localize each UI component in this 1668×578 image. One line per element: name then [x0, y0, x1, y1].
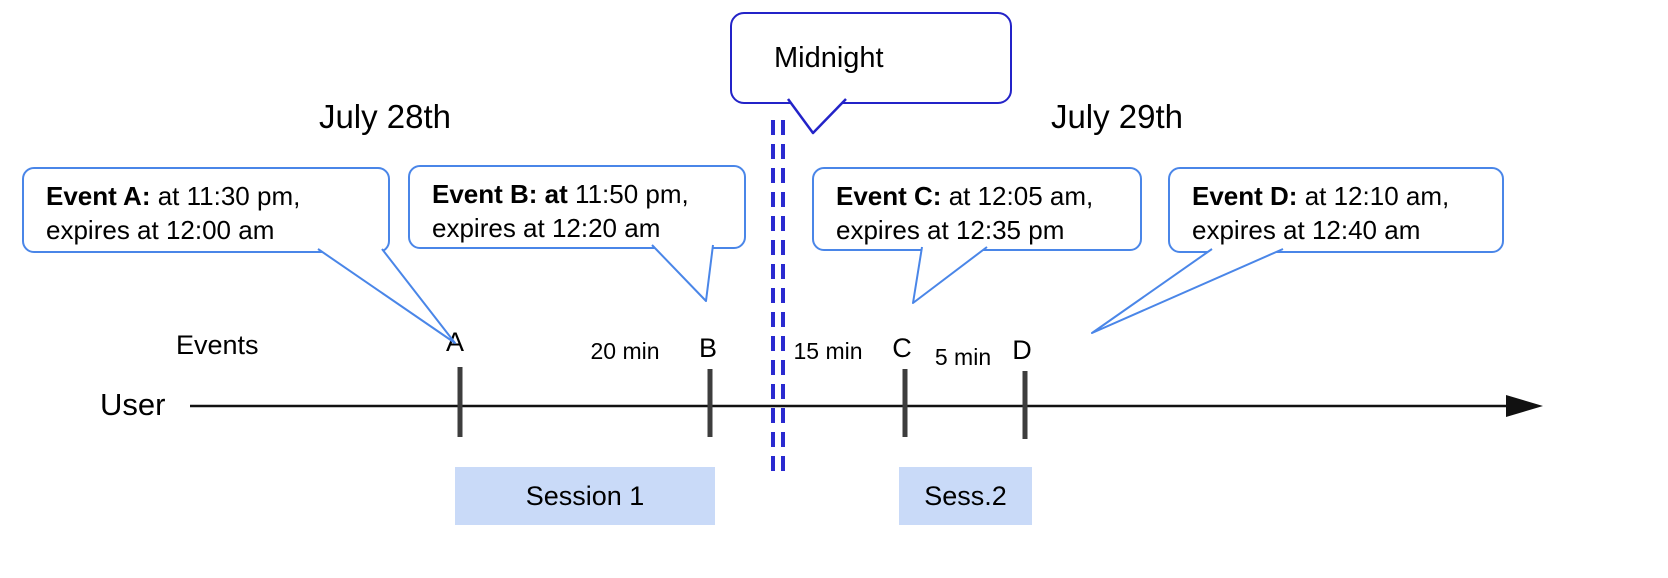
event-a-rest: at 11:30 pm,: [150, 181, 301, 211]
event-b-callout: Event B: at 11:50 pm, expires at 12:20 a…: [408, 165, 746, 249]
user-axis-label: User: [100, 387, 166, 422]
session-1-box: Session 1: [455, 467, 715, 525]
event-a-callout: Event A: at 11:30 pm, expires at 12:00 a…: [22, 167, 390, 253]
interval-label-20min: 20 min: [590, 338, 660, 364]
session-2-label: Sess.2: [924, 480, 1007, 511]
event-b-line1: Event B: at 11:50 pm,: [432, 177, 744, 211]
tick-label-c: C: [892, 333, 912, 363]
event-b-callout-tail: [651, 244, 714, 302]
midnight-callout-tail: [786, 98, 847, 135]
tick-label-d: D: [1012, 335, 1032, 365]
event-a-line1: Event A: at 11:30 pm,: [46, 179, 388, 213]
event-b-rest: 11:50 pm,: [567, 179, 689, 209]
event-c-rest: at 12:05 am,: [941, 181, 1094, 211]
event-c-callout-tail: [912, 246, 988, 304]
event-d-line2: expires at 12:40 am: [1192, 215, 1421, 245]
event-a-callout-tail: [317, 248, 456, 344]
interval-label-15min: 15 min: [793, 338, 863, 364]
event-c-callout: Event C: at 12:05 am, expires at 12:35 p…: [812, 167, 1142, 251]
event-a-line2: expires at 12:00 am: [46, 215, 275, 245]
session-1-label: Session 1: [525, 480, 645, 511]
session-2-box: Sess.2: [899, 467, 1032, 525]
event-d-callout: Event D: at 12:10 am, expires at 12:40 a…: [1168, 167, 1504, 253]
event-b-line2: expires at 12:20 am: [432, 213, 661, 243]
events-axis-label: Events: [176, 330, 259, 360]
event-c-line1: Event C: at 12:05 am,: [836, 179, 1140, 213]
event-c-line2: expires at 12:35 pm: [836, 215, 1065, 245]
tick-label-b: B: [698, 333, 718, 363]
event-b-bold: Event B: at: [432, 179, 568, 209]
timeline-arrowhead-icon: [1506, 395, 1543, 417]
midnight-callout: Midnight: [730, 12, 1012, 104]
midnight-label: Midnight: [774, 41, 884, 74]
event-d-line1: Event D: at 12:10 am,: [1192, 179, 1502, 213]
date-right-label: July 29th: [1050, 98, 1184, 135]
event-c-bold: Event C:: [836, 181, 942, 211]
date-left-label: July 28th: [318, 98, 452, 135]
event-d-bold: Event D:: [1192, 181, 1298, 211]
event-d-rest: at 12:10 am,: [1297, 181, 1450, 211]
event-a-bold: Event A:: [46, 181, 151, 211]
tick-label-a: A: [445, 327, 465, 357]
interval-label-5min: 5 min: [934, 344, 992, 370]
event-d-callout-tail: [1091, 248, 1284, 334]
